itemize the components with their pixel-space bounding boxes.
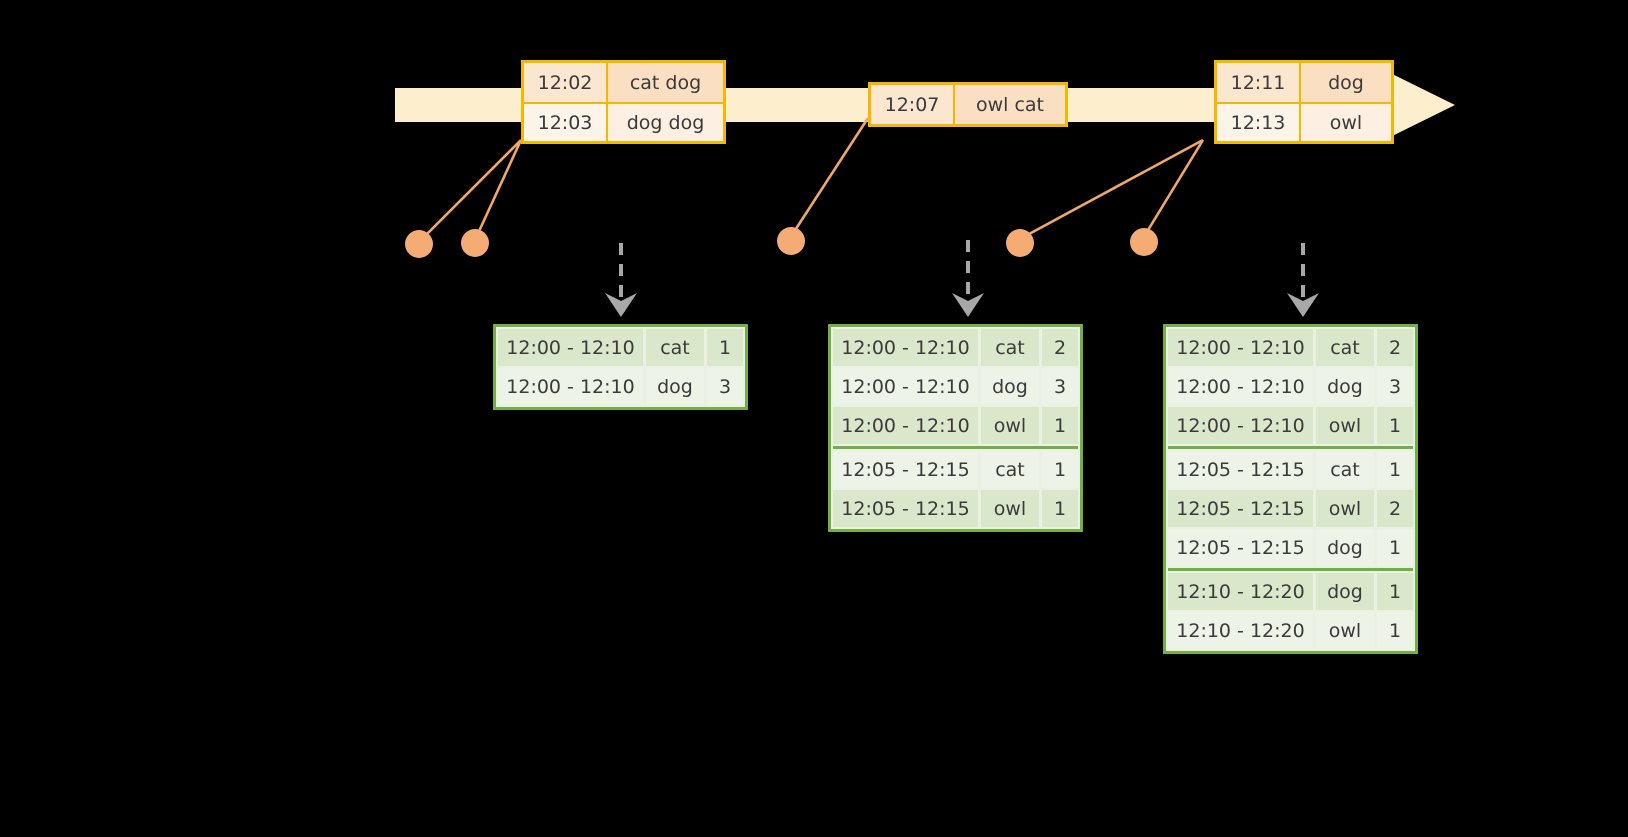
cell-window: 12:05 - 12:15 <box>1168 451 1313 488</box>
table-row: 12:05 - 12:15 owl 2 <box>1168 490 1413 527</box>
cell-count: 1 <box>1042 451 1078 488</box>
event-time: 12:02 <box>524 63 608 102</box>
result-table-3[interactable]: 12:00 - 12:10 cat 2 12:00 - 12:10 dog 3 … <box>1163 324 1418 654</box>
cell-window: 12:00 - 12:10 <box>833 368 978 405</box>
cell-count: 2 <box>1377 490 1413 527</box>
cell-count: 2 <box>1377 329 1413 366</box>
result-group: 12:00 - 12:10 cat 1 12:00 - 12:10 dog 3 <box>498 329 743 405</box>
cell-window: 12:05 - 12:15 <box>1168 490 1313 527</box>
cell-window: 12:10 - 12:20 <box>1168 612 1313 649</box>
table-row: 12:00 - 12:10 cat 2 <box>1168 329 1413 366</box>
cell-window: 12:00 - 12:10 <box>833 407 978 444</box>
cell-count: 1 <box>1377 612 1413 649</box>
cell-key: owl <box>1316 490 1374 527</box>
cell-key: owl <box>1316 407 1374 444</box>
event-row: 12:13 owl <box>1217 102 1391 141</box>
cell-count: 1 <box>1377 529 1413 566</box>
cell-window: 12:10 - 12:20 <box>1168 573 1313 610</box>
cell-window: 12:00 - 12:10 <box>1168 329 1313 366</box>
event-time: 12:11 <box>1217 63 1301 102</box>
cell-window: 12:00 - 12:10 <box>1168 407 1313 444</box>
table-row: 12:00 - 12:10 cat 1 <box>498 329 743 366</box>
event-box-2[interactable]: 12:07 owl cat <box>868 82 1068 127</box>
table-row: 12:00 - 12:10 cat 2 <box>833 329 1078 366</box>
stream-dot-5 <box>1130 228 1158 256</box>
cell-count: 2 <box>1042 329 1078 366</box>
cell-key: dog <box>646 368 704 405</box>
cell-key: owl <box>981 407 1039 444</box>
event-payload: dog dog <box>608 104 723 141</box>
event-row: 12:11 dog <box>1217 63 1391 102</box>
cell-count: 1 <box>1042 490 1078 527</box>
cell-key: dog <box>1316 368 1374 405</box>
cell-window: 12:05 - 12:15 <box>1168 529 1313 566</box>
stream-dots <box>405 227 1158 258</box>
cell-count: 1 <box>707 329 743 366</box>
event-row: 12:03 dog dog <box>524 102 723 141</box>
cell-count: 3 <box>1042 368 1078 405</box>
cell-count: 1 <box>1042 407 1078 444</box>
cell-key: cat <box>981 329 1039 366</box>
cell-key: owl <box>1316 612 1374 649</box>
result-group: 12:00 - 12:10 cat 2 12:00 - 12:10 dog 3 … <box>833 329 1078 444</box>
event-payload: owl cat <box>955 85 1065 124</box>
stream-dot-1 <box>405 230 433 258</box>
result-group: 12:10 - 12:20 dog 1 12:10 - 12:20 owl 1 <box>1168 568 1413 649</box>
stream-dot-2 <box>461 229 489 257</box>
cell-key: dog <box>981 368 1039 405</box>
cell-key: cat <box>646 329 704 366</box>
cell-key: dog <box>1316 529 1374 566</box>
event-time: 12:03 <box>524 104 608 141</box>
cell-window: 12:00 - 12:10 <box>498 329 643 366</box>
cell-window: 12:00 - 12:10 <box>1168 368 1313 405</box>
table-row: 12:00 - 12:10 owl 1 <box>833 407 1078 444</box>
event-row: 12:02 cat dog <box>524 63 723 102</box>
result-table-1[interactable]: 12:00 - 12:10 cat 1 12:00 - 12:10 dog 3 <box>493 324 748 410</box>
event-row: 12:07 owl cat <box>871 85 1065 124</box>
result-table-2[interactable]: 12:00 - 12:10 cat 2 12:00 - 12:10 dog 3 … <box>828 324 1083 532</box>
cell-key: dog <box>1316 573 1374 610</box>
table-row: 12:05 - 12:15 dog 1 <box>1168 529 1413 566</box>
result-group: 12:00 - 12:10 cat 2 12:00 - 12:10 dog 3 … <box>1168 329 1413 444</box>
cell-count: 3 <box>707 368 743 405</box>
stream-dot-3 <box>777 227 805 255</box>
event-time: 12:07 <box>871 85 955 124</box>
cell-count: 1 <box>1377 573 1413 610</box>
cell-key: owl <box>981 490 1039 527</box>
table-row: 12:00 - 12:10 dog 3 <box>498 368 743 405</box>
cell-window: 12:05 - 12:15 <box>833 451 978 488</box>
table-row: 12:10 - 12:20 owl 1 <box>1168 612 1413 649</box>
event-box-3[interactable]: 12:11 dog 12:13 owl <box>1214 60 1394 144</box>
result-group: 12:05 - 12:15 cat 1 12:05 - 12:15 owl 2 … <box>1168 446 1413 566</box>
cell-count: 1 <box>1377 451 1413 488</box>
table-row: 12:10 - 12:20 dog 1 <box>1168 573 1413 610</box>
event-box-1[interactable]: 12:02 cat dog 12:03 dog dog <box>521 60 726 144</box>
event-time: 12:13 <box>1217 104 1301 141</box>
table-row: 12:05 - 12:15 cat 1 <box>1168 451 1413 488</box>
stream-dot-4 <box>1006 229 1034 257</box>
event-payload: owl <box>1301 104 1391 141</box>
table-row: 12:05 - 12:15 owl 1 <box>833 490 1078 527</box>
cell-count: 3 <box>1377 368 1413 405</box>
cell-key: cat <box>981 451 1039 488</box>
result-group: 12:05 - 12:15 cat 1 12:05 - 12:15 owl 1 <box>833 446 1078 527</box>
event-payload: cat dog <box>608 63 723 102</box>
cell-key: cat <box>1316 329 1374 366</box>
table-row: 12:05 - 12:15 cat 1 <box>833 451 1078 488</box>
event-payload: dog <box>1301 63 1391 102</box>
table-row: 12:00 - 12:10 dog 3 <box>1168 368 1413 405</box>
cell-key: cat <box>1316 451 1374 488</box>
table-row: 12:00 - 12:10 owl 1 <box>1168 407 1413 444</box>
cell-count: 1 <box>1377 407 1413 444</box>
cell-window: 12:00 - 12:10 <box>833 329 978 366</box>
cell-window: 12:05 - 12:15 <box>833 490 978 527</box>
table-row: 12:00 - 12:10 dog 3 <box>833 368 1078 405</box>
emit-arrows <box>605 240 1319 317</box>
cell-window: 12:00 - 12:10 <box>498 368 643 405</box>
